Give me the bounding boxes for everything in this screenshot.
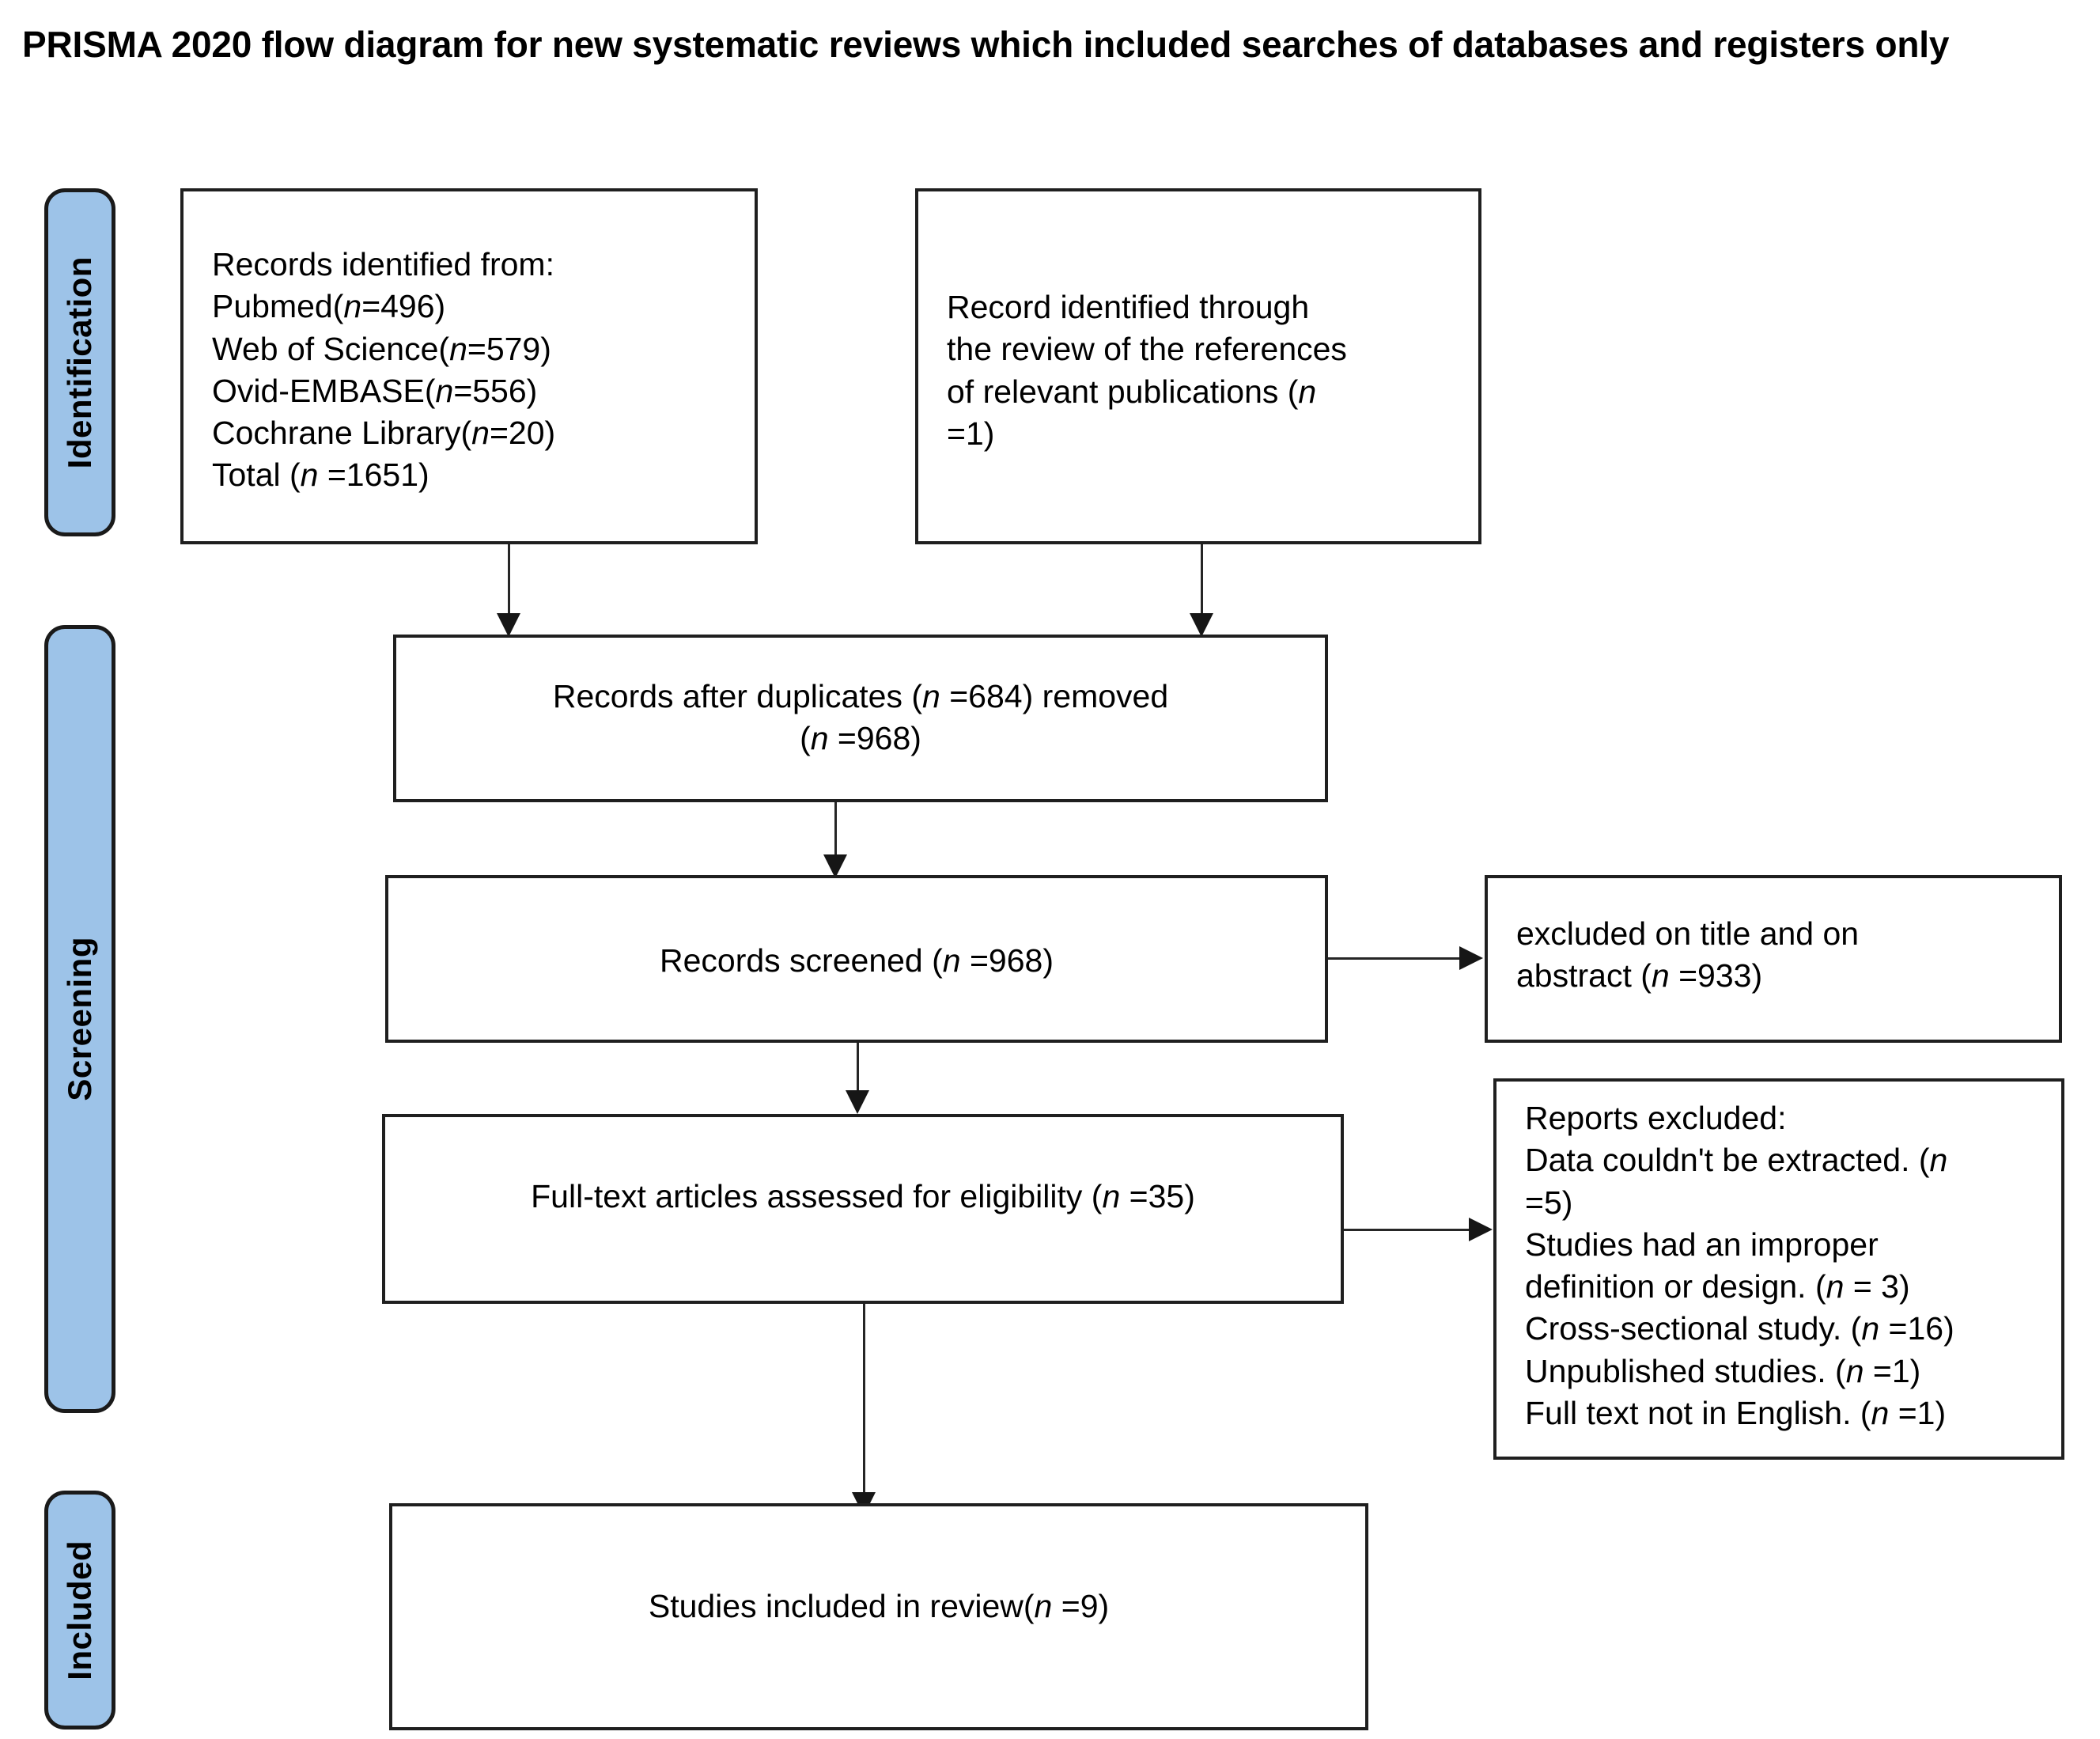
box-reports-excluded: Reports excluded: Data couldn't be extra… <box>1493 1078 2064 1460</box>
records-identified-line-4: Ovid-EMBASE(n=556) <box>212 372 538 409</box>
box-studies-included: Studies included in review(n =9) <box>389 1503 1368 1730</box>
record-references-line-4: =1) <box>947 415 995 452</box>
records-identified-line-3: Web of Science(n=579) <box>212 330 551 367</box>
record-references-line-2: the review of the references <box>947 331 1347 368</box>
stage-bar-screening: Screening <box>44 625 115 1413</box>
arrowhead-fulltext-to-reports-excluded <box>1469 1218 1493 1241</box>
connector-screened-to-excluded <box>1328 957 1462 960</box>
reports-excluded-line-1: Reports excluded: <box>1525 1100 1787 1136</box>
connector-identified-to-dedup <box>508 544 510 616</box>
arrowhead-screened-to-excluded <box>1459 946 1483 970</box>
records-identified-line-6: Total (n =1651) <box>212 457 429 494</box>
stage-label-identification: Identification <box>61 256 98 469</box>
after-duplicates-line-1: Records after duplicates (n =684) remove… <box>552 678 1169 714</box>
arrowhead-identified-to-dedup <box>497 613 520 637</box>
reports-excluded-line-7: Unpublished studies. (n =1) <box>1525 1352 1921 1389</box>
reports-excluded-line-4: Studies had an improper <box>1525 1226 1879 1263</box>
box-after-duplicates: Records after duplicates (n =684) remove… <box>393 635 1328 802</box>
records-identified-line-5: Cochrane Library(n=20) <box>212 415 556 452</box>
connector-dedup-to-screened <box>834 802 837 856</box>
records-identified-line-1: Records identified from: <box>212 246 554 282</box>
stage-label-included: Included <box>61 1540 98 1680</box>
connector-fulltext-to-reports-excluded <box>1344 1229 1472 1231</box>
connector-fulltext-to-included <box>863 1304 865 1494</box>
excluded-title-abstract-line-2: abstract (n =933) <box>1516 957 1763 995</box>
record-references-line-3: of relevant publications (n <box>947 373 1317 410</box>
box-records-screened: Records screened (n =968) <box>385 875 1328 1043</box>
stage-label-screening: Screening <box>61 937 98 1101</box>
stage-bar-identification: Identification <box>44 188 115 536</box>
arrowhead-references-to-dedup <box>1190 613 1213 637</box>
excluded-title-abstract-line-1: excluded on title and on <box>1516 915 1860 952</box>
reports-excluded-line-2: Data couldn't be extracted. (n <box>1525 1142 1948 1179</box>
connector-references-to-dedup <box>1201 544 1203 616</box>
records-screened-line-1: Records screened (n =968) <box>660 942 1054 979</box>
studies-included-line-1: Studies included in review(n =9) <box>648 1588 1110 1624</box>
full-text-assessed-line-1: Full-text articles assessed for eligibil… <box>531 1178 1195 1214</box>
box-record-from-references: Record identified through the review of … <box>915 188 1481 544</box>
reports-excluded-line-8: Full text not in English. (n =1) <box>1525 1395 1947 1432</box>
records-identified-line-2: Pubmed(n=496) <box>212 288 446 325</box>
arrowhead-dedup-to-screened <box>823 854 847 878</box>
arrowhead-screened-to-fulltext <box>846 1090 869 1114</box>
reports-excluded-line-3: =5) <box>1525 1184 1573 1221</box>
reports-excluded-line-5: definition or design. (n = 3) <box>1525 1268 1910 1305</box>
stage-bar-included: Included <box>44 1491 115 1730</box>
box-full-text-assessed: Full-text articles assessed for eligibil… <box>382 1114 1344 1304</box>
after-duplicates-line-2: (n =968) <box>800 720 921 757</box>
box-records-identified: Records identified from: Pubmed(n=496) W… <box>180 188 758 544</box>
record-references-line-1: Record identified through <box>947 289 1310 325</box>
page-title: PRISMA 2020 flow diagram for new systema… <box>22 24 1950 65</box>
reports-excluded-line-6: Cross-sectional study. (n =16) <box>1525 1310 1954 1347</box>
connector-screened-to-fulltext <box>857 1043 859 1092</box>
box-excluded-title-abstract: excluded on title and on abstract (n =93… <box>1485 875 2062 1043</box>
